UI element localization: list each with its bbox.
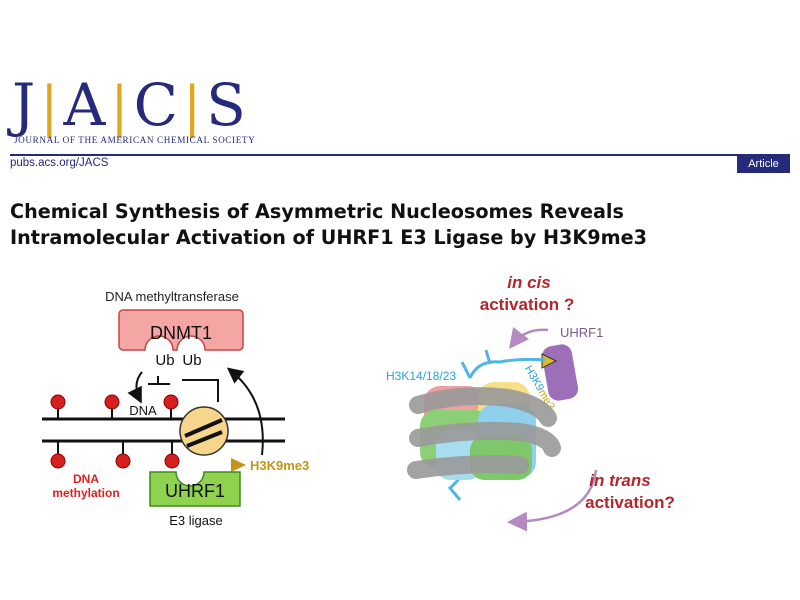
trans-arrow: [507, 469, 598, 532]
logo-letter-s: S: [206, 71, 247, 139]
journal-subtitle: JOURNAL OF THE AMERICAN CHEMICAL SOCIETY: [14, 135, 256, 145]
logo-letter-a: A: [63, 71, 107, 139]
logo-separator: |: [40, 75, 60, 138]
methyl-marks-bottom: [50, 441, 180, 469]
histone-tail-branch: [460, 349, 492, 379]
ub-label-1: Ub: [155, 352, 174, 369]
h3k9me3-label: H3K9me3: [250, 458, 309, 473]
logo-letter-j: J: [12, 71, 37, 139]
ub-to-dna-arrow: [127, 371, 143, 404]
journal-logo: J|A|C|S JOURNAL OF THE AMERICAN CHEMICAL…: [12, 74, 272, 148]
uhrf1-label: UHRF1: [165, 481, 225, 501]
nucleosome-dna-wraps: [407, 387, 561, 479]
methyl-marks-top: [50, 394, 179, 419]
h3k14-label: H3K14/18/23: [386, 369, 456, 383]
article-type-badge: Article: [737, 156, 790, 173]
dna-label: DNA: [129, 403, 157, 418]
dna-methylation-label-2: methylation: [52, 486, 119, 500]
journal-url[interactable]: pubs.acs.org/JACS: [10, 157, 109, 169]
logo-letter-c: C: [133, 71, 179, 139]
logo-separator: |: [182, 75, 203, 138]
dnmt1-box: [118, 309, 244, 351]
inhibition-line-2: [182, 379, 219, 402]
header-rule: [10, 154, 790, 156]
graphical-abstract: DNA methyltransferase DNMT1 Ub Ub DNA: [42, 273, 675, 532]
uhrf1-right-label: UHRF1: [560, 325, 603, 340]
dnmt1-label: DNMT1: [150, 323, 212, 343]
histone-tail-upper: [468, 357, 546, 379]
dnmt-caption: DNA methyltransferase: [105, 289, 239, 304]
uhrf1-box: [149, 471, 241, 507]
nucleosome-dna-wrap: [184, 418, 223, 448]
right-schematic: in cis activation ? UHRF1 H3K14/18/23 H3…: [386, 273, 675, 532]
cis-arrow: [508, 327, 549, 349]
h3k9me3-mark: [231, 458, 246, 472]
in-trans-activation-label: activation?: [585, 493, 675, 512]
dna-methylation-label-1: DNA: [73, 472, 99, 486]
e3-ligase-label: E3 ligase: [169, 513, 222, 528]
title-line-1: Chemical Synthesis of Asymmetric Nucleos…: [10, 200, 624, 223]
ub-label-2: Ub: [182, 352, 201, 369]
logo-separator: |: [110, 75, 130, 138]
in-cis-label: in cis: [507, 273, 550, 292]
inhibition-line: [148, 376, 170, 385]
in-trans-label: in trans: [589, 471, 650, 490]
h3k9me3-arrow: [226, 367, 264, 456]
paper-title: Chemical Synthesis of Asymmetric Nucleos…: [10, 199, 790, 251]
in-cis-activation-label: activation ?: [480, 295, 574, 314]
title-line-2: Intramolecular Activation of UHRF1 E3 Li…: [10, 226, 647, 249]
logo-letters: J|A|C|S: [12, 74, 247, 138]
left-schematic: DNA methyltransferase DNMT1 Ub Ub DNA: [42, 289, 309, 528]
